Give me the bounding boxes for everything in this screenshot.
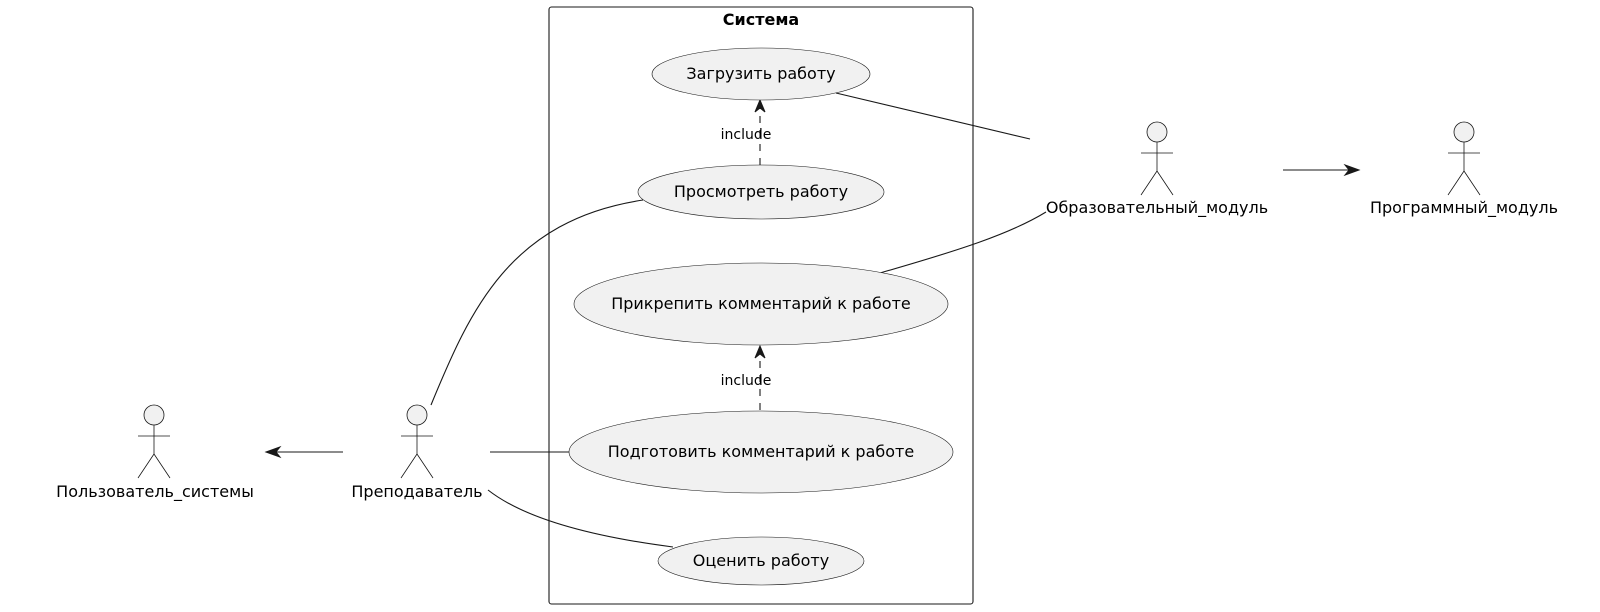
connections — [264, 92, 1361, 548]
actor-edu-module-label: Образовательный_модуль — [1046, 198, 1268, 218]
use-case-grade: Оценить работу — [657, 536, 865, 586]
actor-edu-module-figure-icon — [1140, 121, 1174, 196]
actor-user: Пользователь_системы — [56, 404, 254, 502]
use-case-prepare-comment: Подготовить комментарий к работе — [568, 410, 954, 494]
include-label-1: include — [721, 127, 772, 143]
include-arrowhead-attach — [754, 344, 766, 359]
use-case-attach-comment-label: Прикрепить комментарий к работе — [611, 294, 911, 313]
use-case-upload: Загрузить работу — [651, 47, 871, 101]
actor-program-module-figure-icon — [1447, 121, 1481, 196]
actor-teacher-label: Преподаватель — [351, 482, 482, 501]
assoc-attach-edu-module — [879, 211, 1047, 274]
assoc-upload-edu-module — [835, 92, 1031, 140]
actor-program-module-label: Программный_модуль — [1370, 198, 1558, 218]
actor-user-label: Пользователь_системы — [56, 482, 254, 502]
actor-teacher: Преподаватель — [351, 404, 483, 501]
actor-teacher-figure-icon — [400, 404, 434, 479]
use-case-view: Просмотреть работу — [637, 164, 885, 220]
assoc-teacher-view — [430, 199, 644, 406]
use-case-view-label: Просмотреть работу — [674, 182, 848, 201]
use-case-attach-comment: Прикрепить комментарий к работе — [573, 262, 949, 346]
system-title: Система — [723, 10, 799, 29]
use-case-grade-label: Оценить работу — [693, 551, 829, 570]
actor-program-module: Программный_модуль — [1370, 121, 1558, 218]
include-label-2: include — [721, 373, 772, 389]
arrow-teacher-to-user-head — [264, 445, 282, 459]
use-case-upload-label: Загрузить работу — [686, 64, 835, 83]
actor-edu-module: Образовательный_модуль — [1046, 121, 1268, 218]
use-case-prepare-comment-label: Подготовить комментарий к работе — [608, 442, 914, 461]
actor-user-figure-icon — [137, 404, 171, 479]
assoc-teacher-grade — [487, 489, 674, 548]
arrow-edu-to-program-head — [1343, 163, 1361, 177]
include-arrowhead-upload — [754, 98, 766, 113]
